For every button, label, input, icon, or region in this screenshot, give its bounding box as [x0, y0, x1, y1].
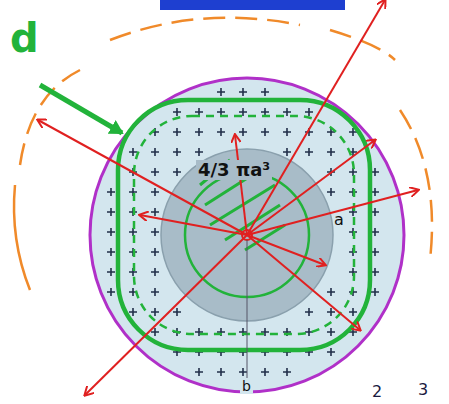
plus-charge: [129, 148, 137, 156]
plus-charge: [129, 228, 137, 236]
plus-charge: [261, 368, 269, 376]
top-bar: [160, 0, 345, 10]
center-point: [242, 230, 252, 240]
plus-charge: [107, 268, 115, 276]
plus-charge: [107, 288, 115, 296]
field-arrows: [38, 0, 418, 395]
formula-label: 3: [418, 382, 428, 398]
plus-charge: [327, 148, 335, 156]
plus-charge: [129, 308, 137, 316]
plus-charge: [283, 128, 291, 136]
plus-charge: [151, 148, 159, 156]
plus-charge: [327, 328, 335, 336]
plus-charge: [217, 88, 225, 96]
plus-charge: [151, 288, 159, 296]
plus-charge: [217, 368, 225, 376]
plus-charge: [151, 208, 159, 216]
plus-charge: [173, 128, 181, 136]
plus-charge: [239, 88, 247, 96]
plus-charge: [239, 368, 247, 376]
plus-charge: [217, 128, 225, 136]
plus-charge: [195, 368, 203, 376]
plus-charge: [151, 228, 159, 236]
plus-charge: [173, 108, 181, 116]
radius-line: [247, 240, 248, 380]
outer-dashed-surface: [14, 185, 30, 290]
plus-charge: [327, 348, 335, 356]
plus-charge: [283, 368, 291, 376]
plus-charge: [195, 128, 203, 136]
formula-label: 2: [372, 384, 382, 400]
plus-charge: [371, 288, 379, 296]
plus-charge: [151, 168, 159, 176]
plus-charge: [173, 148, 181, 156]
plus-charge: [151, 308, 159, 316]
gaussian-surface-inner: [134, 116, 354, 334]
plus-charge: [107, 188, 115, 196]
formula-label: a: [334, 212, 344, 228]
formula-label: 4/3 πa³: [196, 160, 272, 180]
plus-charge: [305, 148, 313, 156]
green-pointer: [40, 85, 122, 133]
plus-charge: [261, 128, 269, 136]
plus-charge: [107, 208, 115, 216]
plus-charge: [239, 128, 247, 136]
plus-charge: [107, 248, 115, 256]
formula-label: b: [240, 378, 253, 394]
plus-charge: [305, 308, 313, 316]
plus-charge: [173, 168, 181, 176]
plus-charge: [107, 228, 115, 236]
gaussian-surface: [118, 100, 370, 350]
plus-charge: [349, 168, 357, 176]
plus-charge: [261, 88, 269, 96]
plus-charge: [283, 148, 291, 156]
plus-charge: [283, 108, 291, 116]
plus-charge: [305, 108, 313, 116]
plus-charge: [151, 248, 159, 256]
plus-charge: [327, 188, 335, 196]
handwritten-label: d: [10, 18, 39, 58]
plus-charge: [349, 308, 357, 316]
plus-charge: [195, 148, 203, 156]
plus-charge: [151, 188, 159, 196]
plus-charge: [327, 288, 335, 296]
plus-charge: [173, 308, 181, 316]
plus-charge: [151, 268, 159, 276]
